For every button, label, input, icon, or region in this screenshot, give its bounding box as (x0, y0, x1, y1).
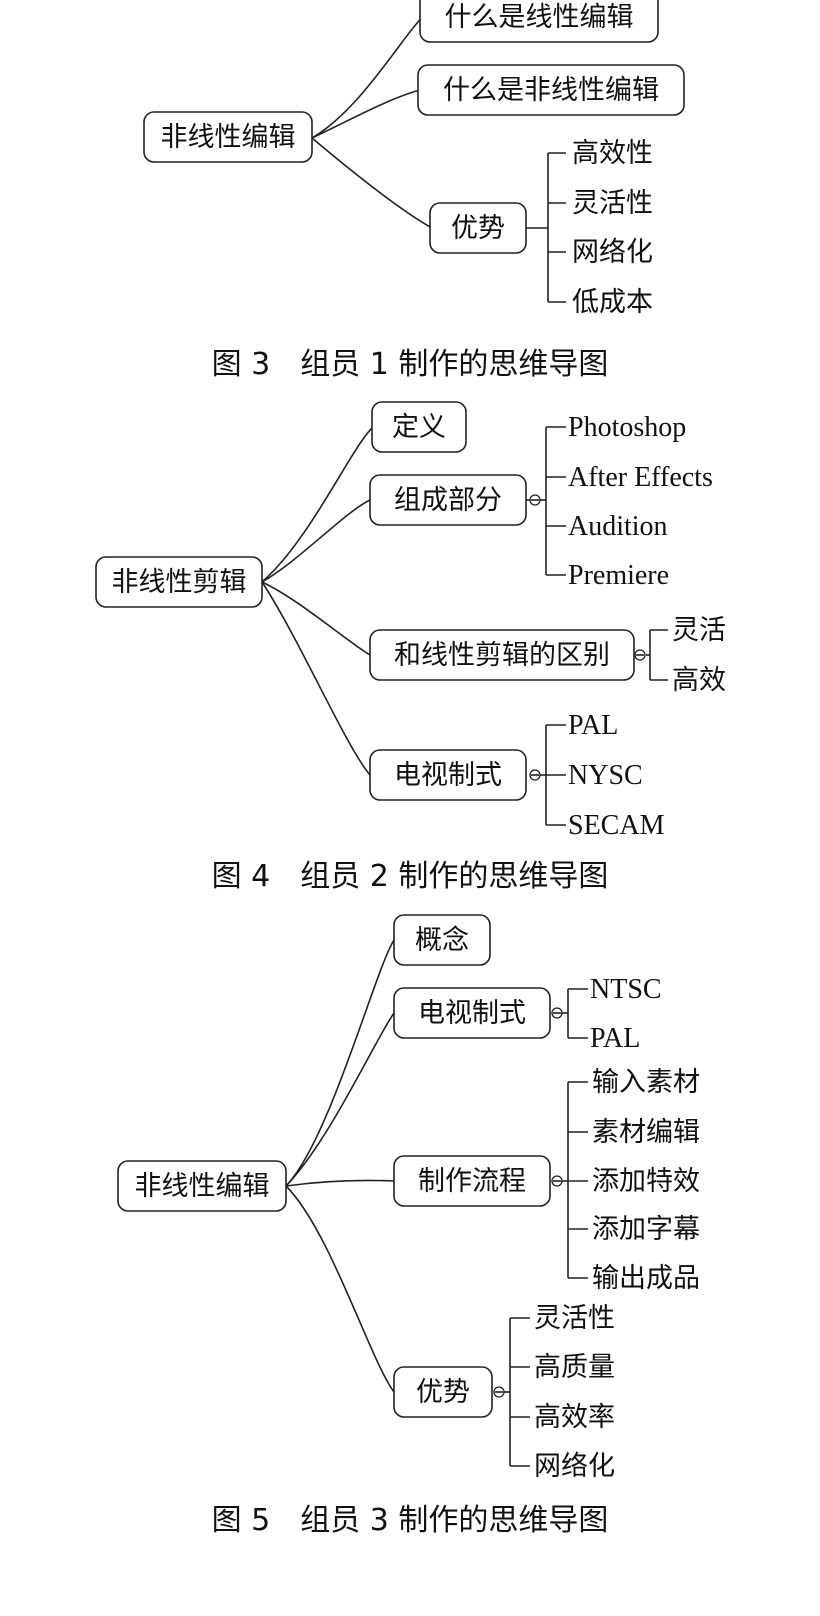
branch-advantages-label: 优势 (451, 213, 505, 244)
branch-workflow-box (393, 1155, 551, 1207)
component-item: Audition (568, 511, 668, 542)
figure-4: 非线性剪辑 定义 组成部分 Photoshop After Effects Au… (95, 401, 726, 894)
tv-standard-item: NYSC (568, 760, 643, 791)
branch-advantages-box (393, 1366, 493, 1418)
advantage-item: 网络化 (534, 1451, 615, 1482)
tv-standard-item: NTSC (590, 974, 662, 1005)
advantage-item: 高质量 (534, 1352, 615, 1383)
tv-standard-item: PAL (568, 710, 618, 741)
root-node-label: 非线性编辑 (135, 1171, 270, 1202)
component-item: After Effects (568, 462, 713, 493)
workflow-item: 输出成品 (592, 1263, 700, 1294)
advantage-item: 灵活性 (572, 188, 653, 219)
branch-concept-box (393, 914, 491, 966)
branch-definition-box (371, 401, 467, 453)
root-node-box (95, 556, 263, 608)
branch-tv-standard-box (393, 987, 551, 1039)
workflow-item: 添加特效 (592, 1166, 700, 1197)
root-node-box (117, 1160, 287, 1212)
root-node-label: 非线性编辑 (161, 122, 296, 153)
branch-linear-edit-label: 什么是线性编辑 (445, 2, 634, 33)
branch-tv-standard-label: 电视制式 (394, 760, 502, 791)
tv-standard-item: SECAM (568, 810, 665, 841)
branch-advantages-box (429, 202, 527, 254)
tv-standard-item: PAL (590, 1023, 640, 1054)
workflow-item: 输入素材 (592, 1067, 700, 1098)
branch-nonlinear-edit-box (417, 64, 685, 116)
branch-linear-edit-box (419, 0, 659, 43)
branch-difference-box (369, 629, 635, 681)
branch-components-label: 组成部分 (394, 485, 502, 516)
component-item: Photoshop (568, 412, 686, 443)
figure-4-caption: 图 4 组员 2 制作的思维导图 (212, 859, 609, 894)
difference-item: 高效 (672, 665, 726, 696)
branch-difference-label: 和线性剪辑的区别 (394, 640, 610, 671)
branch-nonlinear-edit-label: 什么是非线性编辑 (443, 75, 659, 106)
advantage-item: 高效率 (534, 1402, 615, 1433)
branch-advantages-label: 优势 (416, 1377, 470, 1408)
branch-concept-label: 概念 (415, 925, 469, 956)
figure-5-caption: 图 5 组员 3 制作的思维导图 (212, 1503, 609, 1538)
branch-workflow-label: 制作流程 (418, 1166, 526, 1197)
branch-tv-standard-box (369, 749, 527, 801)
branch-tv-standard-label: 电视制式 (418, 998, 526, 1029)
advantage-item: 高效性 (572, 138, 653, 169)
root-node-box (143, 111, 313, 163)
workflow-item: 素材编辑 (592, 1117, 700, 1148)
figure-3: 非线性编辑 什么是线性编辑 什么是非线性编辑 优势 高效性 灵活性 网络化 低成… (143, 0, 685, 382)
component-item: Premiere (568, 560, 669, 591)
branch-definition-label: 定义 (392, 412, 446, 443)
figure-3-caption: 图 3 组员 1 制作的思维导图 (212, 347, 609, 382)
advantage-item: 网络化 (572, 237, 653, 268)
difference-item: 灵活 (672, 615, 726, 646)
advantage-item: 低成本 (572, 287, 653, 318)
root-node-label: 非线性剪辑 (112, 567, 247, 598)
figure-5: 非线性编辑 概念 电视制式 NTSC PAL 制作流程 输入素材 素材编辑 添加… (117, 914, 700, 1538)
branch-components-box (369, 474, 527, 526)
advantage-item: 灵活性 (534, 1303, 615, 1334)
workflow-item: 添加字幕 (592, 1214, 700, 1245)
